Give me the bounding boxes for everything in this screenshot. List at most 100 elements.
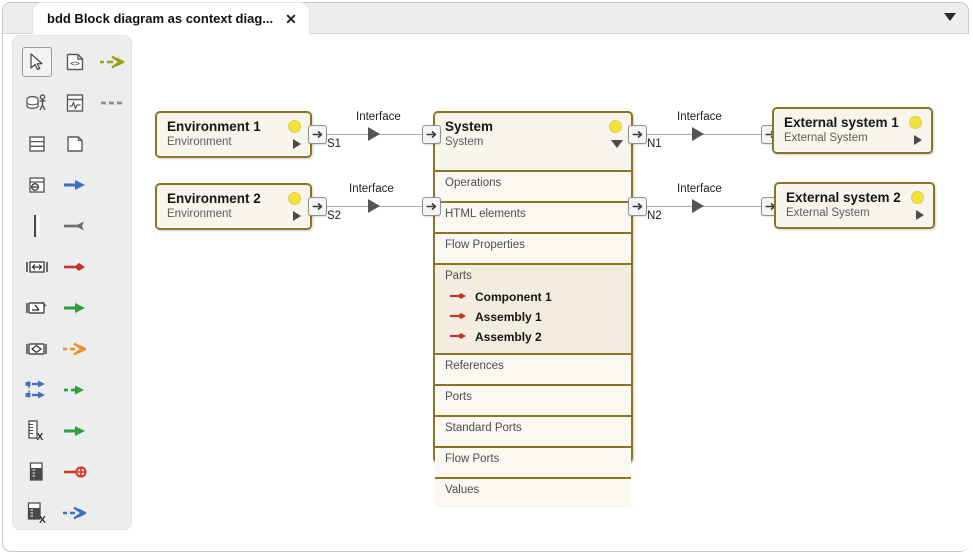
- palette-cell[interactable]: [56, 206, 94, 246]
- blue-arrow-icon[interactable]: [60, 170, 90, 200]
- palette-cell[interactable]: [56, 247, 94, 287]
- port-out-icon[interactable]: [22, 293, 52, 323]
- red-diamond-arrow-icon[interactable]: [60, 252, 90, 282]
- block-header: Environment 2 Environment: [157, 185, 310, 227]
- palette-cell[interactable]: [18, 165, 56, 205]
- palette-cell[interactable]: [56, 329, 94, 369]
- palette-cell[interactable]: [18, 329, 56, 369]
- signal-box-icon[interactable]: [60, 88, 90, 118]
- palette-cell[interactable]: [18, 370, 56, 410]
- status-dot-icon: [609, 120, 622, 133]
- palette-cell[interactable]: [18, 247, 56, 287]
- orange-dashed-arrow-icon[interactable]: [60, 334, 90, 364]
- palette-cell[interactable]: [18, 452, 56, 492]
- compartment-parts[interactable]: Parts Component 1 Assembly 1: [435, 263, 631, 353]
- vertical-bar-icon[interactable]: [22, 211, 52, 241]
- red-circle-arrow-icon[interactable]: [60, 457, 90, 487]
- compartment-html-elements[interactable]: HTML elements: [435, 201, 631, 232]
- green-arrow-icon[interactable]: [60, 416, 90, 446]
- beaker-icon[interactable]: [22, 457, 52, 487]
- olive-dashed-arrow-icon[interactable]: [97, 47, 127, 77]
- list-item[interactable]: Component 1: [435, 287, 631, 307]
- block-external-system-2[interactable]: External system 2 External System: [774, 182, 935, 229]
- ruler-x-icon[interactable]: X: [22, 416, 52, 446]
- palette-cell[interactable]: [93, 83, 131, 123]
- palette-cell[interactable]: [18, 288, 56, 328]
- port-system-in-s1[interactable]: [422, 125, 441, 144]
- close-icon[interactable]: ✕: [285, 10, 297, 27]
- port-environment-1-out[interactable]: [308, 125, 327, 144]
- port-inout-icon[interactable]: [22, 334, 52, 364]
- beaker-x-icon[interactable]: X: [22, 498, 52, 528]
- palette-cell[interactable]: X: [18, 493, 56, 533]
- compartment-operations[interactable]: Operations: [435, 170, 631, 201]
- arrowhead-n2: [692, 199, 704, 213]
- palette-cell[interactable]: [56, 452, 94, 492]
- edge-label-interface-n2: Interface: [677, 183, 722, 195]
- compartment-values[interactable]: Values: [435, 477, 631, 508]
- palette-cell: [93, 165, 131, 205]
- gray-dashes-icon[interactable]: [97, 88, 127, 118]
- svg-text:X: X: [39, 515, 46, 525]
- compartment-flow-ports[interactable]: Flow Ports: [435, 446, 631, 477]
- triangle-right-icon[interactable]: [914, 135, 922, 145]
- palette-cell[interactable]: [56, 83, 94, 123]
- gray-pin-arrow-icon[interactable]: [60, 211, 90, 241]
- actor-database-icon[interactable]: [22, 88, 52, 118]
- green-arrow-icon[interactable]: [60, 293, 90, 323]
- palette-cell[interactable]: [18, 42, 56, 82]
- chevron-down-icon[interactable]: [944, 13, 956, 21]
- palette-cell[interactable]: <>: [56, 42, 94, 82]
- palette-cell[interactable]: [56, 370, 94, 410]
- compartment-standard-ports[interactable]: Standard Ports: [435, 415, 631, 446]
- cursor-select-icon[interactable]: [21, 47, 52, 77]
- red-diamond-arrow-icon: [449, 290, 468, 304]
- status-dot-icon: [911, 191, 924, 204]
- compartment-ports[interactable]: Ports: [435, 384, 631, 415]
- table-rows-icon[interactable]: [22, 129, 52, 159]
- svg-text:<>: <>: [70, 59, 80, 68]
- list-item[interactable]: Assembly 2: [435, 327, 631, 347]
- compartment-flow-properties[interactable]: Flow Properties: [435, 232, 631, 263]
- document-code-icon[interactable]: <>: [60, 47, 90, 77]
- green-dashed-arrow-icon[interactable]: [60, 375, 90, 405]
- palette-cell[interactable]: [56, 165, 94, 205]
- palette-cell[interactable]: [56, 124, 94, 164]
- palette-cell: [93, 206, 131, 246]
- triangle-right-icon[interactable]: [916, 210, 924, 220]
- palette-cell[interactable]: [56, 411, 94, 451]
- palette-cell[interactable]: [56, 493, 94, 533]
- palette-cell[interactable]: [18, 206, 56, 246]
- list-item[interactable]: Assembly 1: [435, 307, 631, 327]
- palette-cell[interactable]: X: [18, 411, 56, 451]
- port-system-in-s2[interactable]: [422, 197, 441, 216]
- block-external-system-1[interactable]: External system 1 External System: [772, 107, 933, 154]
- triangle-right-icon[interactable]: [293, 211, 301, 221]
- palette-cell[interactable]: [93, 42, 131, 82]
- block-system[interactable]: System System Operations HTML elements F…: [433, 111, 633, 508]
- port-system-out-n1[interactable]: [628, 125, 647, 144]
- tab-bar: bdd Block diagram as context diag... ✕: [3, 3, 968, 34]
- block-environment-2[interactable]: Environment 2 Environment: [155, 183, 312, 230]
- palette-cell[interactable]: [18, 83, 56, 123]
- port-environment-2-out[interactable]: [308, 197, 327, 216]
- input-box-icon[interactable]: [22, 170, 52, 200]
- tool-palette[interactable]: <>: [13, 36, 131, 529]
- blue-dashed-arrow-icon[interactable]: [60, 498, 90, 528]
- port-system-out-n2[interactable]: [628, 197, 647, 216]
- edge-label-interface-s2: Interface: [349, 183, 394, 195]
- block-name: Environment 2: [167, 191, 261, 206]
- triangle-down-icon[interactable]: [611, 140, 623, 148]
- compartment-references[interactable]: References: [435, 353, 631, 384]
- arrowhead-s1: [368, 127, 380, 141]
- tab-block-diagram[interactable]: bdd Block diagram as context diag... ✕: [33, 3, 309, 34]
- diagram-canvas[interactable]: <>: [4, 34, 969, 551]
- port-bidirectional-icon[interactable]: [22, 252, 52, 282]
- triangle-right-icon[interactable]: [293, 139, 301, 149]
- block-environment-1[interactable]: Environment 1 Environment: [155, 111, 312, 158]
- palette-cell[interactable]: [56, 288, 94, 328]
- multi-port-icon[interactable]: [22, 375, 52, 405]
- edge-label-interface-n1: Interface: [677, 111, 722, 123]
- page-icon[interactable]: [60, 129, 90, 159]
- palette-cell[interactable]: [18, 124, 56, 164]
